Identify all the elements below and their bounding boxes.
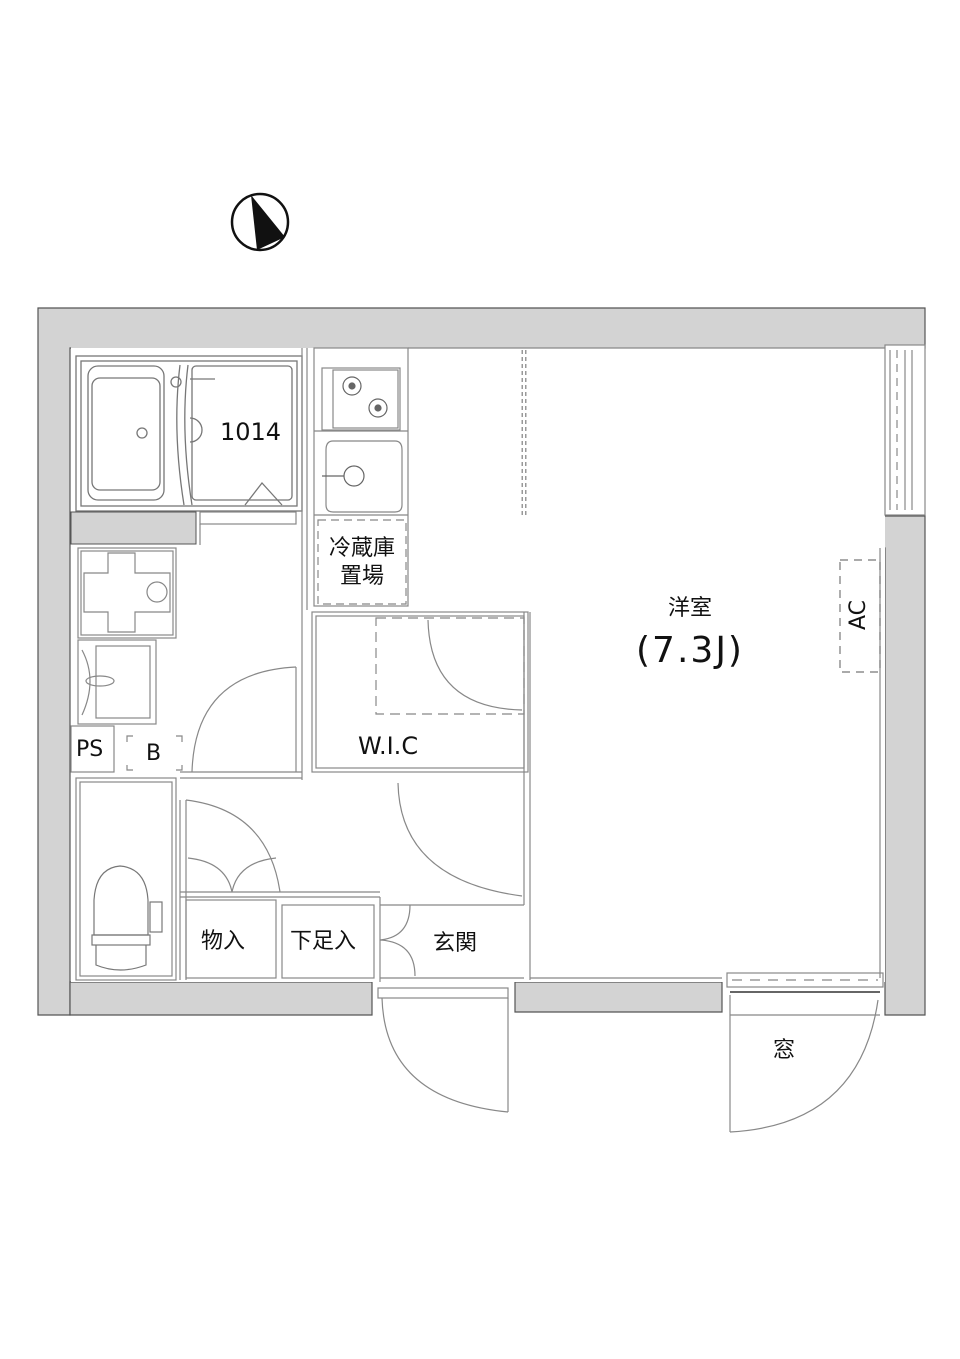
ac-label: AC <box>846 599 871 630</box>
window-label: 窓 <box>773 1038 796 1063</box>
breaker-label: B <box>146 741 162 766</box>
north-arrow-icon <box>230 192 290 252</box>
wic-label: W.I.C <box>358 732 419 760</box>
entrance-label: 玄関 <box>433 931 478 956</box>
washbasin <box>77 639 157 725</box>
right-window <box>884 344 926 516</box>
balcony-window <box>726 972 884 1133</box>
shoe-cabinet-label: 下足入 <box>290 929 357 954</box>
interior-walls <box>75 347 531 1113</box>
washing-machine-pan <box>77 547 177 639</box>
bathroom-label: 1014 <box>220 418 282 446</box>
gas-stove <box>342 376 388 418</box>
western-room-name: 洋室 <box>667 596 712 621</box>
refrigerator-label-line1: 冷蔵庫 <box>328 536 395 561</box>
western-room-size: (7.3J) <box>636 630 744 671</box>
pipe-space-label: PS <box>76 737 104 762</box>
refrigerator-label-line2: 置場 <box>339 564 384 589</box>
toilet <box>91 865 163 971</box>
ac-unit <box>839 559 881 673</box>
storage-label: 物入 <box>201 929 246 954</box>
kitchen-sink <box>322 465 365 487</box>
